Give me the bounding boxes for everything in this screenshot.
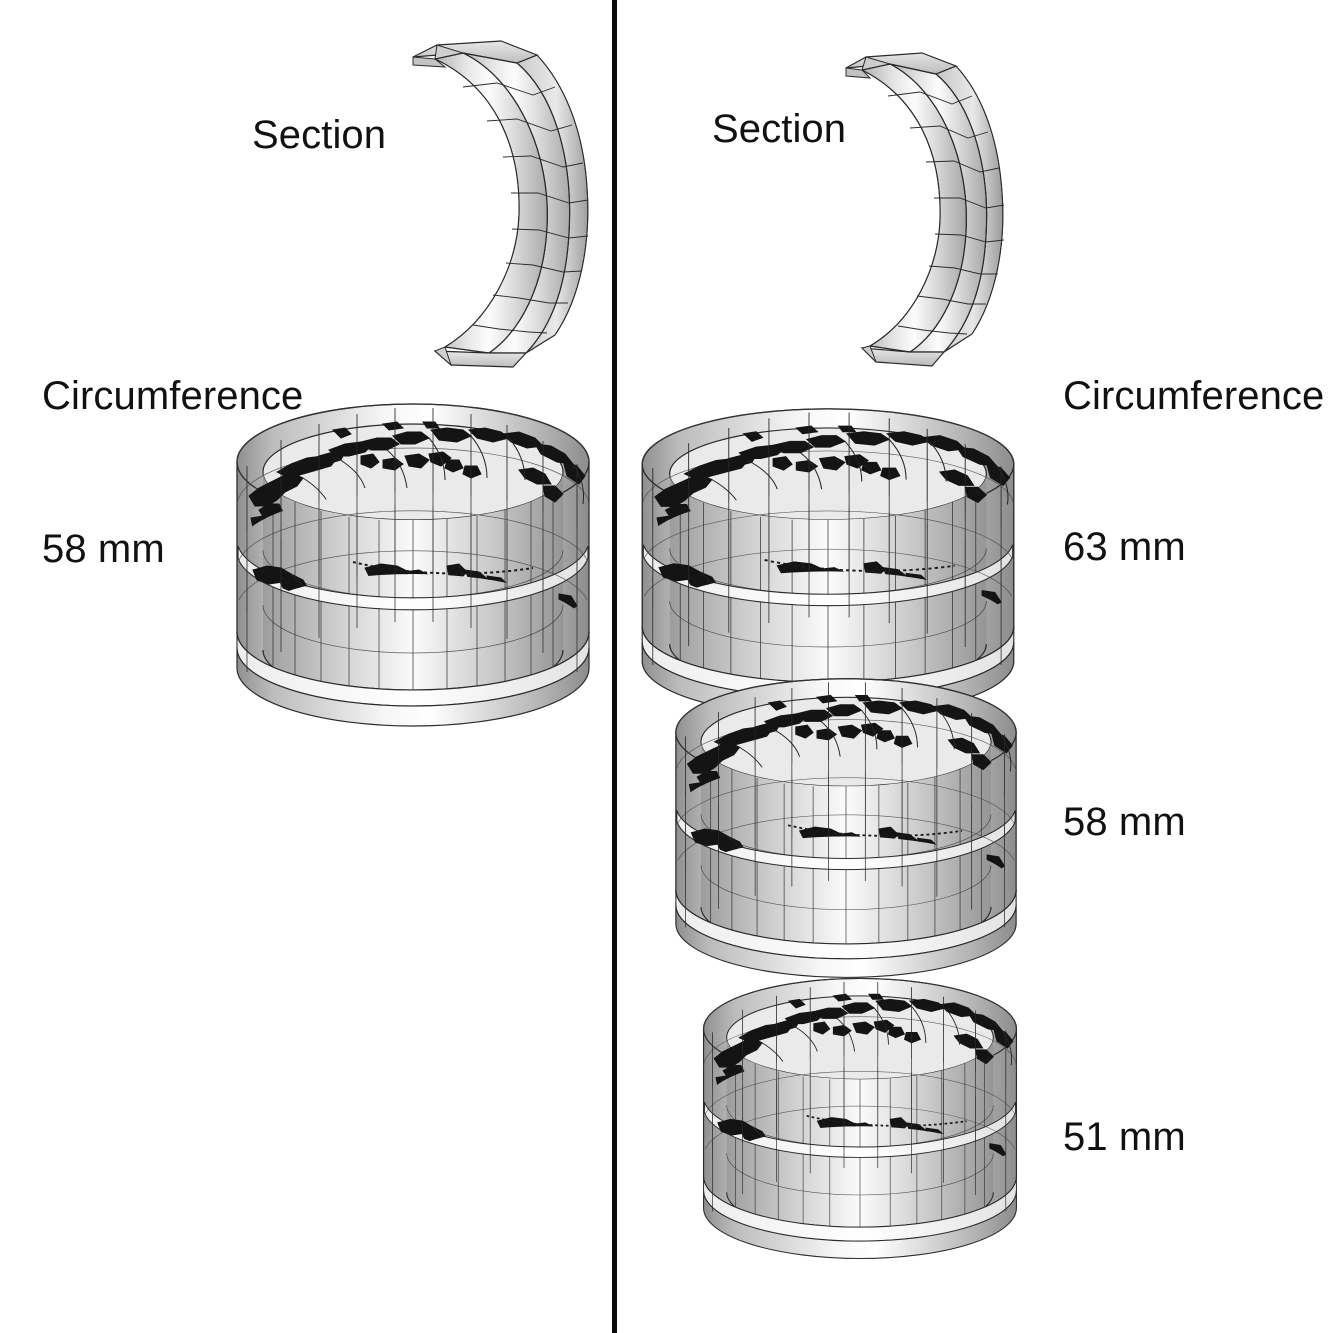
ring-svg: [702, 977, 1018, 1259]
section-wire-rungs: [434, 52, 589, 354]
left-ring-size-label-58mm: 58 mm: [42, 527, 165, 571]
ring-svg: [641, 408, 1015, 718]
left-ring-figure-58mm: [233, 400, 593, 745]
section-wire-rails: [434, 52, 589, 354]
ring-map-upper: [642, 408, 1014, 549]
ring-outer-wires: [712, 981, 1007, 1195]
section-wire-rungs: [861, 63, 1005, 353]
right-ring-figure-51mm: [700, 975, 1020, 1275]
ring-equator-groove: [237, 545, 589, 611]
section-bottom-cap-edge: [861, 345, 877, 363]
ring-outer-wires: [246, 408, 578, 652]
ring-map-upper: [675, 678, 1017, 815]
map-coastlines-upper: [761, 1006, 1012, 1075]
ring-equator-groove: [676, 810, 1016, 871]
section-top-cap-side: [845, 67, 872, 79]
right-section-label: Section: [712, 107, 847, 151]
map-equator-dots: [764, 559, 955, 572]
right-ring-size-label-63mm: 63 mm: [1063, 525, 1186, 569]
map-equator-dots: [806, 1115, 967, 1127]
left-circumference-label: Circumference: [42, 374, 304, 418]
ring-svg: [675, 678, 1017, 978]
left-section-arc-figure: [405, 35, 590, 368]
right-ring-size-label-58mm: 58 mm: [1063, 800, 1186, 844]
ring-outer-wires: [652, 412, 1002, 647]
section-wire-rails: [861, 63, 1004, 353]
ring-svg: [236, 403, 590, 727]
ring-lower-shell: [675, 905, 1017, 978]
section-top-cap-side: [412, 56, 447, 68]
right-ring-figure-63mm: [638, 405, 1018, 735]
ring-bottom-shell-wires: [652, 594, 1002, 666]
right-ring-figure-58mm: [672, 675, 1020, 995]
map-continents-upper: [654, 425, 1011, 532]
map-equator-dots: [787, 824, 963, 837]
right-section-arc-figure: [840, 48, 1005, 367]
ring-lower-shell: [236, 647, 590, 727]
ring-equator-groove: [703, 1101, 1017, 1158]
section-arc-svg: [845, 52, 1005, 367]
section-arc-svg: [412, 40, 589, 368]
map-continents-upper: [686, 694, 1013, 798]
ring-outer-wires: [685, 682, 1005, 909]
map-equator-dots: [352, 561, 534, 575]
section-bottom-cap-edge: [434, 346, 453, 367]
ring-bottom-shell-wires: [246, 598, 578, 672]
ring-equator-groove: [642, 544, 1014, 607]
panel-divider: [612, 0, 617, 1333]
right-circumference-label: Circumference: [1063, 374, 1325, 418]
right-ring-size-label-51mm: 51 mm: [1063, 1115, 1186, 1159]
ring-bottom-shell-wires: [712, 1147, 1007, 1212]
left-section-label: Section: [252, 113, 387, 157]
ring-bottom-shell-wires: [685, 858, 1005, 928]
ring-lower-shell: [703, 1190, 1017, 1259]
